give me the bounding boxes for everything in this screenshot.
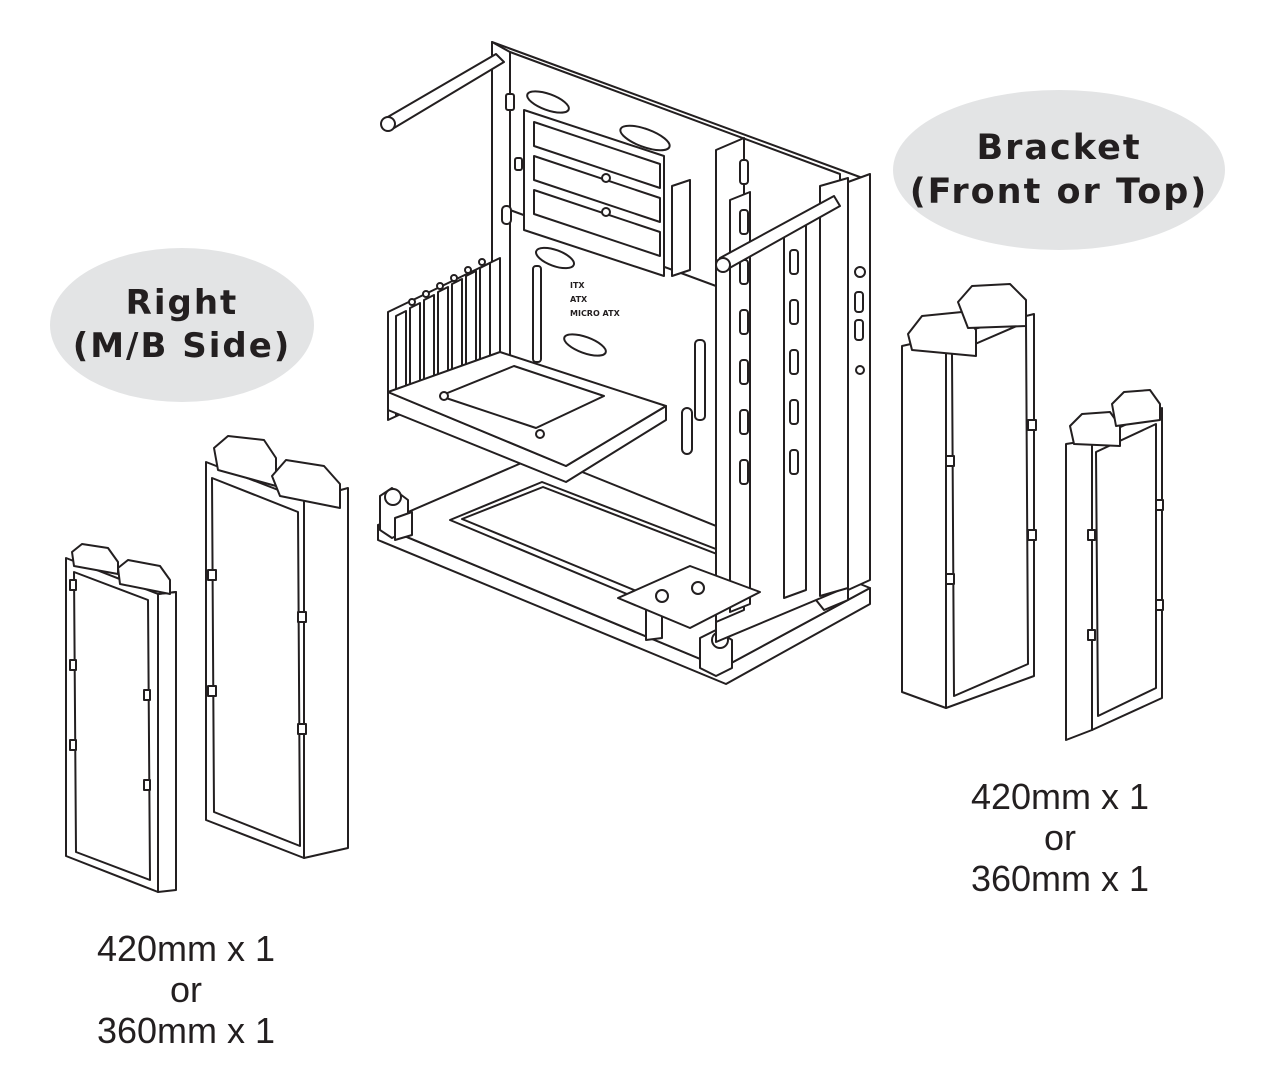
- bracket-label-line2: (Front or Top): [909, 172, 1209, 212]
- radiator-420-right: [902, 284, 1036, 708]
- caption-line: 360mm x 1: [96, 1010, 276, 1051]
- caption-line: 420mm x 1: [970, 776, 1150, 817]
- bracket-label-line1: Bracket: [976, 128, 1142, 168]
- radiator-360-right: [1066, 390, 1163, 740]
- left-radiator-caption: 420mm x 1 or 360mm x 1: [66, 928, 306, 1051]
- case-tray: [388, 352, 666, 482]
- bracket-label: Bracket (Front or Top): [893, 90, 1225, 250]
- form-factor-markings: ITX ATX MICRO ATX: [570, 281, 621, 318]
- right-mb-side-label: Right (M/B Side): [50, 248, 314, 402]
- right-label-line2: (M/B Side): [72, 326, 292, 366]
- right-label-line1: Right: [125, 283, 239, 323]
- atx-label: ATX: [570, 295, 588, 304]
- right-radiator-caption: 420mm x 1 or 360mm x 1: [940, 776, 1180, 899]
- radiator-420-left: [206, 436, 348, 858]
- case-back-panel: ITX ATX MICRO ATX: [492, 42, 868, 642]
- itx-label: ITX: [570, 281, 585, 290]
- micro-atx-label: MICRO ATX: [570, 309, 621, 318]
- caption-line: or: [169, 969, 202, 1010]
- case-top-rails: [381, 54, 840, 272]
- caption-line: 420mm x 1: [96, 928, 276, 969]
- caption-line: 360mm x 1: [970, 858, 1150, 899]
- pc-case: ITX ATX MICRO ATX: [378, 42, 870, 684]
- radiator-360-left: [66, 544, 176, 892]
- caption-line: or: [1043, 817, 1076, 858]
